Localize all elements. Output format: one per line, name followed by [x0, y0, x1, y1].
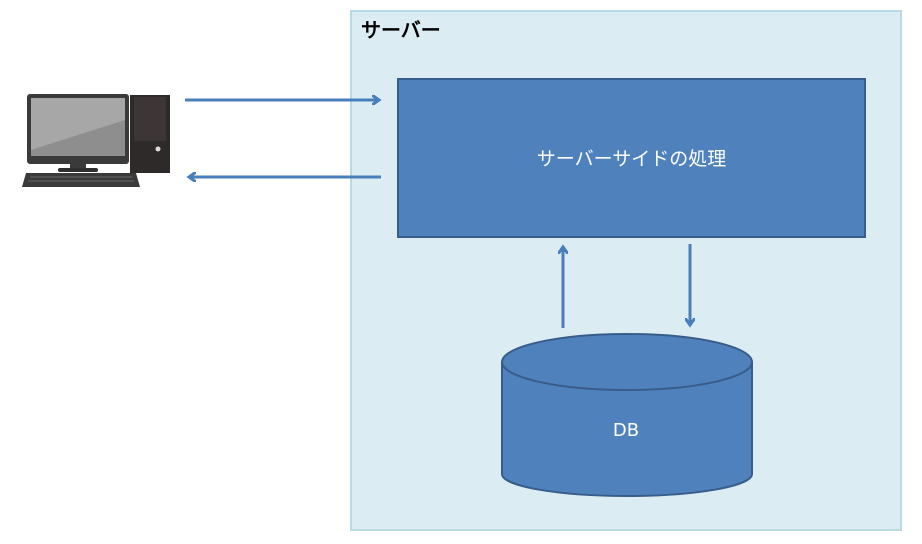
- database-label: DB: [612, 420, 640, 441]
- desktop-computer-icon: [22, 94, 170, 187]
- server-title: サーバー: [361, 18, 441, 42]
- server-side-process-label: サーバーサイドの処理: [536, 147, 727, 170]
- server-side-process-box: サーバーサイドの処理: [397, 78, 866, 238]
- database-cylinder: [501, 333, 753, 497]
